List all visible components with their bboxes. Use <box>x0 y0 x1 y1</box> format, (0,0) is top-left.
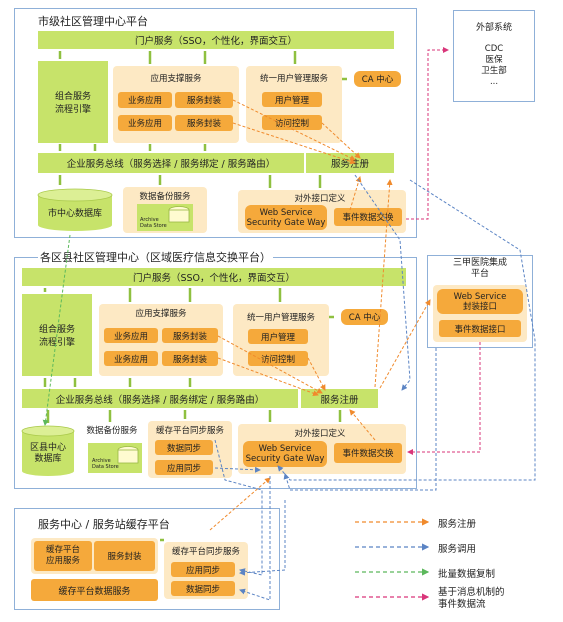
district-svc-wrap-1: 服务封装 <box>162 328 218 343</box>
city-svc-wrap-2: 服务封装 <box>175 115 233 131</box>
station-title: 服务中心 / 服务站缓存平台 <box>38 518 170 531</box>
district-app-support-label: 应用支撑服务 <box>135 309 187 319</box>
district-svc-wrap-2: 服务封装 <box>162 351 218 366</box>
station-data-sync: 数据同步 <box>171 581 235 596</box>
district-esb-bar: 企业服务总线（服务选择 / 服务绑定 / 服务路由） <box>22 389 298 408</box>
city-access-ctrl: 访问控制 <box>262 115 322 130</box>
legend-message-event: 基于消息机制的 事件数据流 <box>438 587 505 610</box>
station-svc-wrap: 服务封装 <box>94 541 155 571</box>
city-backup-label: 数据备份服务 <box>139 191 191 202</box>
district-data-sync: 数据同步 <box>155 440 213 455</box>
district-event-exchange: 事件数据交换 <box>334 443 402 463</box>
city-archive-text: Archive Data Store <box>140 217 167 229</box>
district-ext-if-label: 对外接口定义 <box>294 428 346 439</box>
legend-batch-copy: 批量数据复制 <box>438 569 496 580</box>
district-svc-reg: 服务注册 <box>301 389 378 408</box>
hospital-title: 三甲医院集成 平台 <box>452 258 507 279</box>
city-uum-label: 统一用户管理服务 <box>259 74 328 84</box>
district-uum-label: 统一用户管理服务 <box>246 313 315 323</box>
city-ca-center: CA 中心 <box>354 71 401 87</box>
external-list: CDC 医保 卫生部 ... <box>481 44 507 87</box>
legend-service-registration: 服务注册 <box>438 519 477 530</box>
district-biz-app-2: 业务应用 <box>104 351 158 366</box>
city-workflow-engine: 组合服务 流程引擎 <box>38 61 108 143</box>
district-access-ctrl: 访问控制 <box>248 351 308 366</box>
district-title: 各区县社区管理中心（区域医疗信息交换平台） <box>38 249 273 265</box>
legend-service-call: 服务调用 <box>438 544 477 555</box>
district-db-label: 区县中心 数据库 <box>29 443 66 464</box>
station-cache-data: 缓存平台数据服务 <box>31 579 158 601</box>
city-svc-wrap-1: 服务封装 <box>175 92 233 108</box>
hospital-event: 事件数据接口 <box>439 320 521 337</box>
city-db-label: 市中心数据库 <box>47 208 102 219</box>
district-archive-text: Archive Data Store <box>92 458 119 470</box>
city-app-support-label: 应用支撑服务 <box>150 74 202 84</box>
district-ws-gateway: Web Service Security Gate Way <box>243 441 327 467</box>
hospital-ws: Web Service 封装接口 <box>437 289 523 314</box>
city-event-exchange: 事件数据交换 <box>334 208 402 226</box>
district-cache-sync-label: 缓存平台同步服务 <box>155 426 224 436</box>
station-cache-sync-label: 缓存平台同步服务 <box>171 547 240 557</box>
city-ws-gateway: Web Service Security Gate Way <box>245 205 327 230</box>
district-backup-label: 数据备份服务 <box>86 426 138 436</box>
district-biz-app-1: 业务应用 <box>104 328 158 343</box>
city-esb-bar: 企业服务总线（服务选择 / 服务绑定 / 服务路由） <box>38 153 304 173</box>
city-biz-app-2: 业务应用 <box>118 115 172 131</box>
external-title: 外部系统 <box>475 22 512 33</box>
district-ca-center: CA 中心 <box>341 309 388 325</box>
city-biz-app-1: 业务应用 <box>118 92 172 108</box>
district-user-mgmt: 用户管理 <box>248 329 308 344</box>
district-app-sync: 应用同步 <box>155 460 213 475</box>
city-ext-if-label: 对外接口定义 <box>294 193 346 204</box>
station-app-sync: 应用同步 <box>171 562 235 577</box>
station-cache-app: 缓存平台 应用服务 <box>34 541 92 571</box>
city-portal-bar: 门户服务（SSO，个性化，界面交互） <box>38 31 394 49</box>
district-portal-bar: 门户服务（SSO，个性化，界面交互） <box>22 268 406 286</box>
city-platform-title: 市级社区管理中心平台 <box>38 15 148 28</box>
city-user-mgmt: 用户管理 <box>262 92 322 107</box>
external-systems <box>453 10 535 102</box>
